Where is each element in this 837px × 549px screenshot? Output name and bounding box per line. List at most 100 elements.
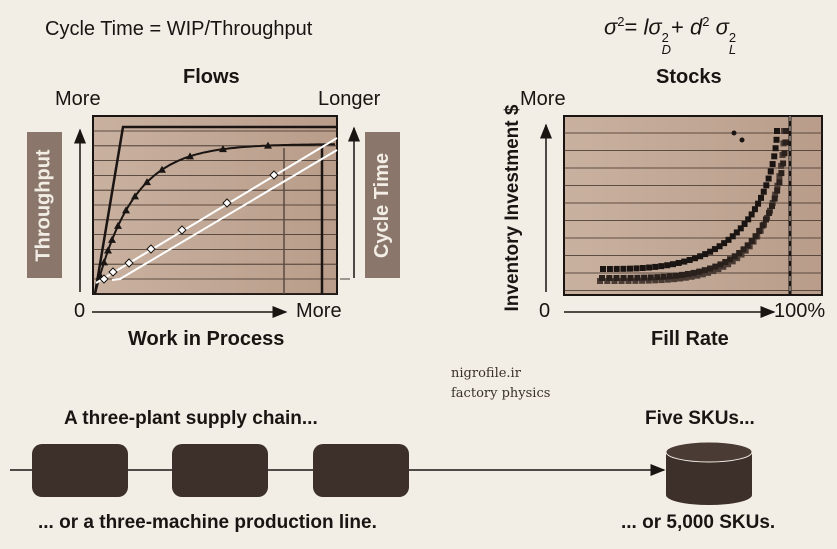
fill-zero-label: 0 (539, 300, 551, 322)
square-marker (756, 228, 763, 235)
square-marker (625, 277, 632, 284)
outlier-point (739, 137, 745, 143)
square-marker (652, 277, 659, 284)
square-marker (658, 277, 665, 284)
flows-plot (74, 115, 360, 318)
square-marker (780, 160, 787, 167)
square-marker (606, 265, 613, 272)
square-marker (675, 259, 682, 266)
square-marker (731, 253, 738, 260)
square-marker (702, 251, 709, 258)
many-skus-caption: ... or 5,000 SKUs. (621, 512, 776, 533)
square-marker (604, 277, 611, 284)
square-marker (645, 277, 652, 284)
fill-rate-axis-label: Fill Rate (651, 328, 729, 350)
square-marker (681, 258, 688, 265)
stocks-title: Stocks (656, 66, 722, 88)
wip-zero-label: 0 (74, 300, 86, 322)
triangle-marker (114, 221, 122, 229)
square-marker (773, 136, 780, 143)
supply-chain-caption: A three-plant supply chain... (64, 408, 318, 429)
diamond-marker (222, 198, 232, 208)
triangle-marker (186, 152, 194, 160)
square-marker (634, 274, 641, 281)
square-marker (701, 267, 708, 274)
square-marker (727, 256, 734, 263)
square-marker (752, 233, 759, 240)
square-marker (660, 273, 667, 280)
square-marker (620, 265, 627, 272)
supply-chain-diagram (10, 441, 753, 505)
square-marker (707, 248, 714, 255)
square-marker (755, 200, 762, 207)
square-marker (771, 153, 778, 160)
square-marker (620, 274, 627, 281)
square-marker (778, 170, 785, 177)
triangle-marker (158, 165, 166, 173)
square-marker (688, 273, 695, 280)
square-marker (721, 240, 728, 247)
square-marker (707, 265, 714, 272)
square-marker (715, 266, 722, 273)
square-marker (783, 128, 789, 134)
square-marker (627, 274, 634, 281)
diamond-marker (124, 258, 134, 268)
throughput-more-label: More (55, 88, 101, 110)
square-marker (716, 243, 723, 250)
square-marker (647, 274, 654, 281)
cycle-time-markers (99, 170, 279, 284)
square-marker (600, 266, 606, 272)
square-marker (639, 277, 646, 284)
square-marker (768, 203, 775, 210)
square-marker (722, 259, 729, 266)
square-marker (658, 263, 665, 270)
triangle-marker (219, 145, 227, 153)
square-marker (767, 168, 774, 175)
square-marker (613, 274, 620, 281)
square-marker (736, 249, 743, 256)
square-marker (712, 263, 719, 270)
cycle-time-formula: Cycle Time = WIP/Throughput (45, 18, 313, 40)
square-marker (654, 274, 661, 281)
square-marker (772, 145, 779, 152)
triangle-marker (264, 141, 272, 149)
square-marker (633, 265, 640, 272)
square-marker (606, 274, 613, 281)
outlier-point (731, 130, 737, 136)
square-marker (691, 255, 698, 262)
wip-more-label: More (296, 300, 342, 322)
watermark-site: nigrofile.ir (451, 366, 521, 381)
square-marker (639, 265, 646, 272)
square-marker (740, 246, 747, 253)
square-marker (671, 276, 678, 283)
triangle-marker (108, 235, 116, 243)
square-marker (772, 191, 779, 198)
triangle-marker (143, 178, 151, 186)
square-marker (725, 236, 732, 243)
square-marker (696, 268, 703, 275)
square-marker (782, 139, 789, 146)
cycle-time-axis-label: Cycle Time (365, 132, 400, 278)
square-marker (699, 271, 706, 278)
square-marker (776, 179, 783, 186)
square-marker (697, 253, 704, 260)
watermark-book: factory physics (451, 386, 551, 401)
cycle-time-longer-label: Longer (318, 88, 381, 110)
square-marker (710, 268, 717, 275)
square-marker (646, 264, 653, 271)
diamond-marker (99, 274, 109, 284)
five-skus-caption: Five SKUs... (645, 408, 755, 429)
wip-axis-label: Work in Process (128, 328, 285, 350)
square-marker (745, 216, 752, 223)
square-marker (684, 270, 691, 277)
square-marker (711, 246, 718, 253)
inventory-more-label: More (520, 88, 566, 110)
cycle-time-line-lower (111, 149, 338, 281)
square-marker (632, 277, 639, 284)
plant-3 (313, 444, 409, 497)
cycle-time-line-upper (95, 137, 338, 284)
square-marker (760, 188, 767, 195)
square-marker (776, 173, 783, 180)
square-marker (733, 229, 740, 236)
